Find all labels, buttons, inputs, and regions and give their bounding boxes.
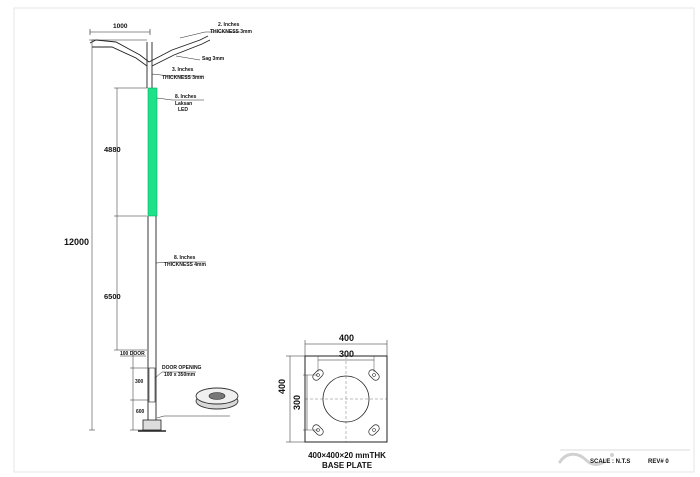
base-plate-drawing [286, 340, 388, 443]
bolt-slot-top-left [312, 369, 324, 381]
pole [138, 42, 166, 432]
base-plate-inner-width: 300 [339, 349, 355, 359]
lower-pole-size-label: 8. Inches [174, 255, 196, 261]
door-opening [148, 367, 156, 403]
arm-sag-label: Sag 3mm [202, 56, 225, 62]
base-plate-outer-height: 400 [277, 378, 287, 394]
base-disc [195, 387, 239, 410]
lower-section-height-label: 6500 [104, 292, 121, 301]
bolt-slot-bottom-left [312, 424, 324, 436]
led-section-height-label: 4880 [104, 145, 121, 154]
lower-pole-thickness-label: THICKNESS 4mm [164, 262, 206, 268]
sheet-border [13, 7, 695, 473]
arm-pipe-size-label: 2. Inches [218, 22, 240, 28]
arm-assembly [89, 29, 211, 67]
bolt-slot-bottom-right [368, 424, 380, 436]
leader-lines [120, 31, 240, 419]
led-size-label: 8. Inches [175, 94, 197, 100]
led-brand-label: Laksan [175, 101, 193, 107]
left-arm [89, 39, 150, 63]
dimension-lines [89, 39, 148, 431]
base-plate-subtitle: BASE PLATE [321, 461, 373, 470]
door-opening-label: DOOR OPENING [162, 365, 202, 371]
upper-pole-thickness-label: THICKNESS 3mm [162, 75, 204, 81]
upper-pole-size-label: 3. Inches [172, 67, 194, 73]
pole-base [142, 419, 162, 431]
led-section [147, 87, 158, 217]
watermark-logo [558, 452, 614, 466]
door-opening-size-label: 100 x 350mm [164, 372, 196, 378]
right-arm [148, 35, 209, 63]
door-opening-dimension-label: 300 [135, 379, 144, 385]
arm-width-label: 1000 [113, 23, 128, 30]
base-plate-inner-height: 300 [292, 394, 302, 410]
revision-label: REV# 0 [648, 459, 669, 465]
base-plate-outer-width: 400 [339, 333, 355, 343]
pole-footprint [322, 375, 370, 423]
door-height-label: 100 DOOR [120, 351, 145, 357]
base-plate-title: 400×400×20 mmTHK [308, 451, 386, 460]
arm-thickness-label: THICKNESS 3mm [210, 29, 252, 35]
bolt-slot-top-right [368, 369, 380, 381]
base-dimension-label: 600 [136, 409, 145, 415]
total-height-label: 12000 [64, 237, 90, 247]
scale-label: SCALE : N.T.S [590, 459, 631, 465]
led-type-label: LED [178, 107, 188, 113]
